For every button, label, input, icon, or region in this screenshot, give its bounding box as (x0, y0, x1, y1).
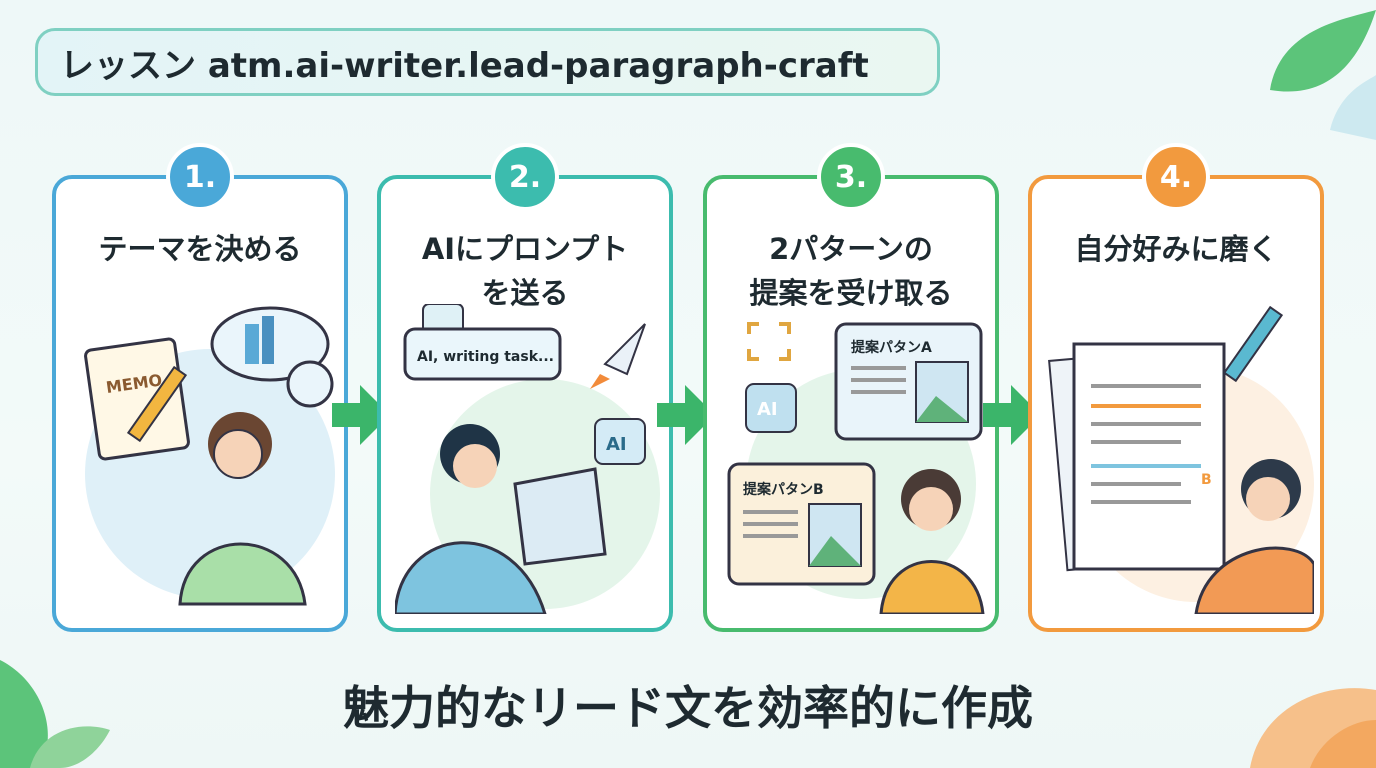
pattern-b-label: 提案パタンB (743, 481, 824, 498)
lesson-title: レッスン atm.ai-writer.lead-paragraph-craft (35, 28, 940, 96)
step-card-3: 2パターンの提案を受け取る AI 提案パタンA 提案パタンB (703, 175, 999, 632)
step-card-1: テーマを決める MEMO (52, 175, 348, 632)
proposals-illustration: AI 提案パタンA 提案パタンB (727, 322, 985, 614)
step-card-2: AIにプロンプトを送る AI, writing task... AI (377, 175, 673, 632)
ai-robot-icon: AI (757, 399, 778, 420)
step-number-4: 4. (1142, 143, 1210, 211)
leaf-decoration-bottom-left (0, 660, 110, 768)
memo-pad-icon: MEMO (84, 337, 190, 461)
step-number-1: 1. (166, 143, 234, 211)
step-2-title: AIにプロンプトを送る (381, 227, 669, 315)
leaf-decoration-top-right (1270, 10, 1376, 140)
step-4-title: 自分好みに磨く (1074, 232, 1278, 266)
arrow-right-icon (983, 385, 1041, 445)
step-3-title-line2: 提案を受け取る (749, 276, 953, 310)
refine-illustration: B (1048, 305, 1314, 614)
step-1-title: テーマを決める (98, 232, 302, 266)
step-3-title-line1: 2パターンの (769, 232, 933, 266)
pattern-a-label: 提案パタンA (851, 339, 932, 356)
ai-badge: AI (606, 434, 627, 455)
arrow-right-icon (332, 385, 390, 445)
arrow-right-icon (657, 385, 715, 445)
step-number-3: 3. (817, 143, 885, 211)
rocket-icon (590, 323, 646, 389)
step-number-2: 2. (491, 143, 559, 211)
prompt-illustration: AI, writing task... AI (395, 304, 660, 614)
step-2-title-line1: AIにプロンプト (421, 232, 629, 266)
theme-illustration: MEMO (84, 306, 335, 606)
prompt-text: AI, writing task... (417, 349, 554, 365)
correction-mark: B (1201, 472, 1212, 488)
step-3-title: 2パターンの提案を受け取る (707, 227, 995, 315)
step-card-4: 自分好みに磨く B (1028, 175, 1324, 632)
leaf-decoration-bottom-right (1250, 688, 1376, 768)
step-2-title-line2: を送る (481, 276, 569, 310)
footer-tagline: 魅力的なリード文を効率的に作成 (343, 681, 1033, 735)
